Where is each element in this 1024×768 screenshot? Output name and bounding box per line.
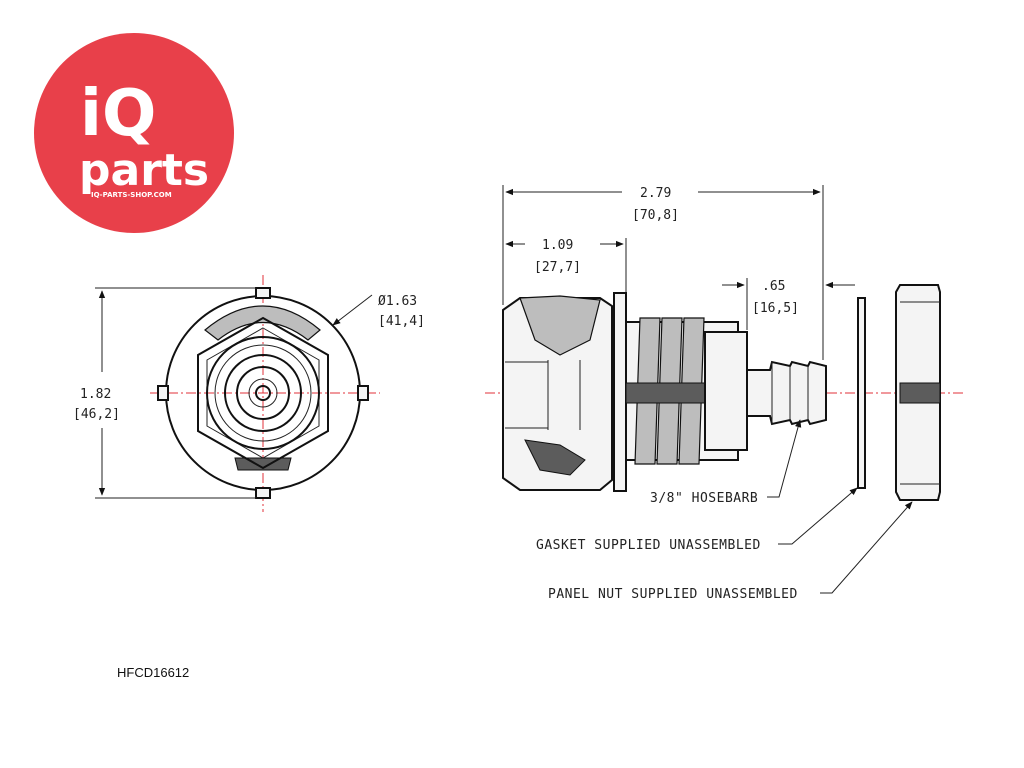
side-hosebarb <box>746 360 827 426</box>
hosebarb-leader <box>767 419 802 498</box>
side-latch-button <box>519 295 601 356</box>
part-number: HFCD16612 <box>117 665 190 680</box>
dim-body-in: 1.09 <box>542 238 573 253</box>
front-diameter-in: Ø1.63 <box>378 294 417 309</box>
front-tab-right <box>357 385 369 401</box>
panel-nut-callout: PANEL NUT SUPPLIED UNASSEMBLED <box>548 587 798 602</box>
logo-brand-top: iQ <box>80 77 156 151</box>
front-view: 1.82 [46,2] Ø1.63 [41,4] <box>73 275 425 512</box>
front-tab-left <box>157 385 169 401</box>
front-height-in: 1.82 <box>80 387 111 402</box>
front-diameter-leader <box>332 294 373 326</box>
dim-barb-in: .65 <box>762 279 785 294</box>
dim-overall-mm: [70,8] <box>632 208 679 223</box>
front-height-mm: [46,2] <box>73 407 120 422</box>
front-bore <box>255 385 271 401</box>
front-ring-2 <box>214 344 312 442</box>
front-latch-top <box>204 305 321 341</box>
dim-barb-mm: [16,5] <box>752 301 799 316</box>
hosebarb-callout: 3/8" HOSEBARB <box>650 491 758 506</box>
front-ring-3 <box>224 354 302 432</box>
side-body-hex-face <box>505 361 549 429</box>
side-shank-end <box>704 331 748 451</box>
gasket-leader <box>778 487 858 545</box>
front-hex-outer <box>197 316 329 470</box>
dim-overall-in: 2.79 <box>640 186 671 201</box>
logo-website: IQ-PARTS-SHOP.COM <box>91 191 172 199</box>
front-diameter-mm: [41,4] <box>378 314 425 329</box>
side-panel-flange <box>613 292 627 492</box>
front-tab-bottom <box>255 487 271 499</box>
front-ring-outer <box>206 336 320 450</box>
front-tab-top <box>255 287 271 299</box>
side-nut-slot <box>899 382 941 404</box>
side-gasket <box>857 297 866 489</box>
front-hex-inner <box>206 327 320 459</box>
dim-body-mm: [27,7] <box>534 260 581 275</box>
logo-brand-bottom: parts <box>79 145 209 196</box>
logo-circle <box>34 33 234 233</box>
side-view: 2.79 [70,8] 1.09 [27,7] .65 [16,5] 3/8" … <box>485 185 965 602</box>
gasket-callout: GASKET SUPPLIED UNASSEMBLED <box>536 538 761 553</box>
front-ring-5 <box>248 378 278 408</box>
panel-nut-leader <box>820 501 913 594</box>
front-ring-4 <box>236 366 290 420</box>
iq-parts-logo: iQ parts IQ-PARTS-SHOP.COM <box>34 33 234 233</box>
side-latch-lower <box>524 439 586 476</box>
